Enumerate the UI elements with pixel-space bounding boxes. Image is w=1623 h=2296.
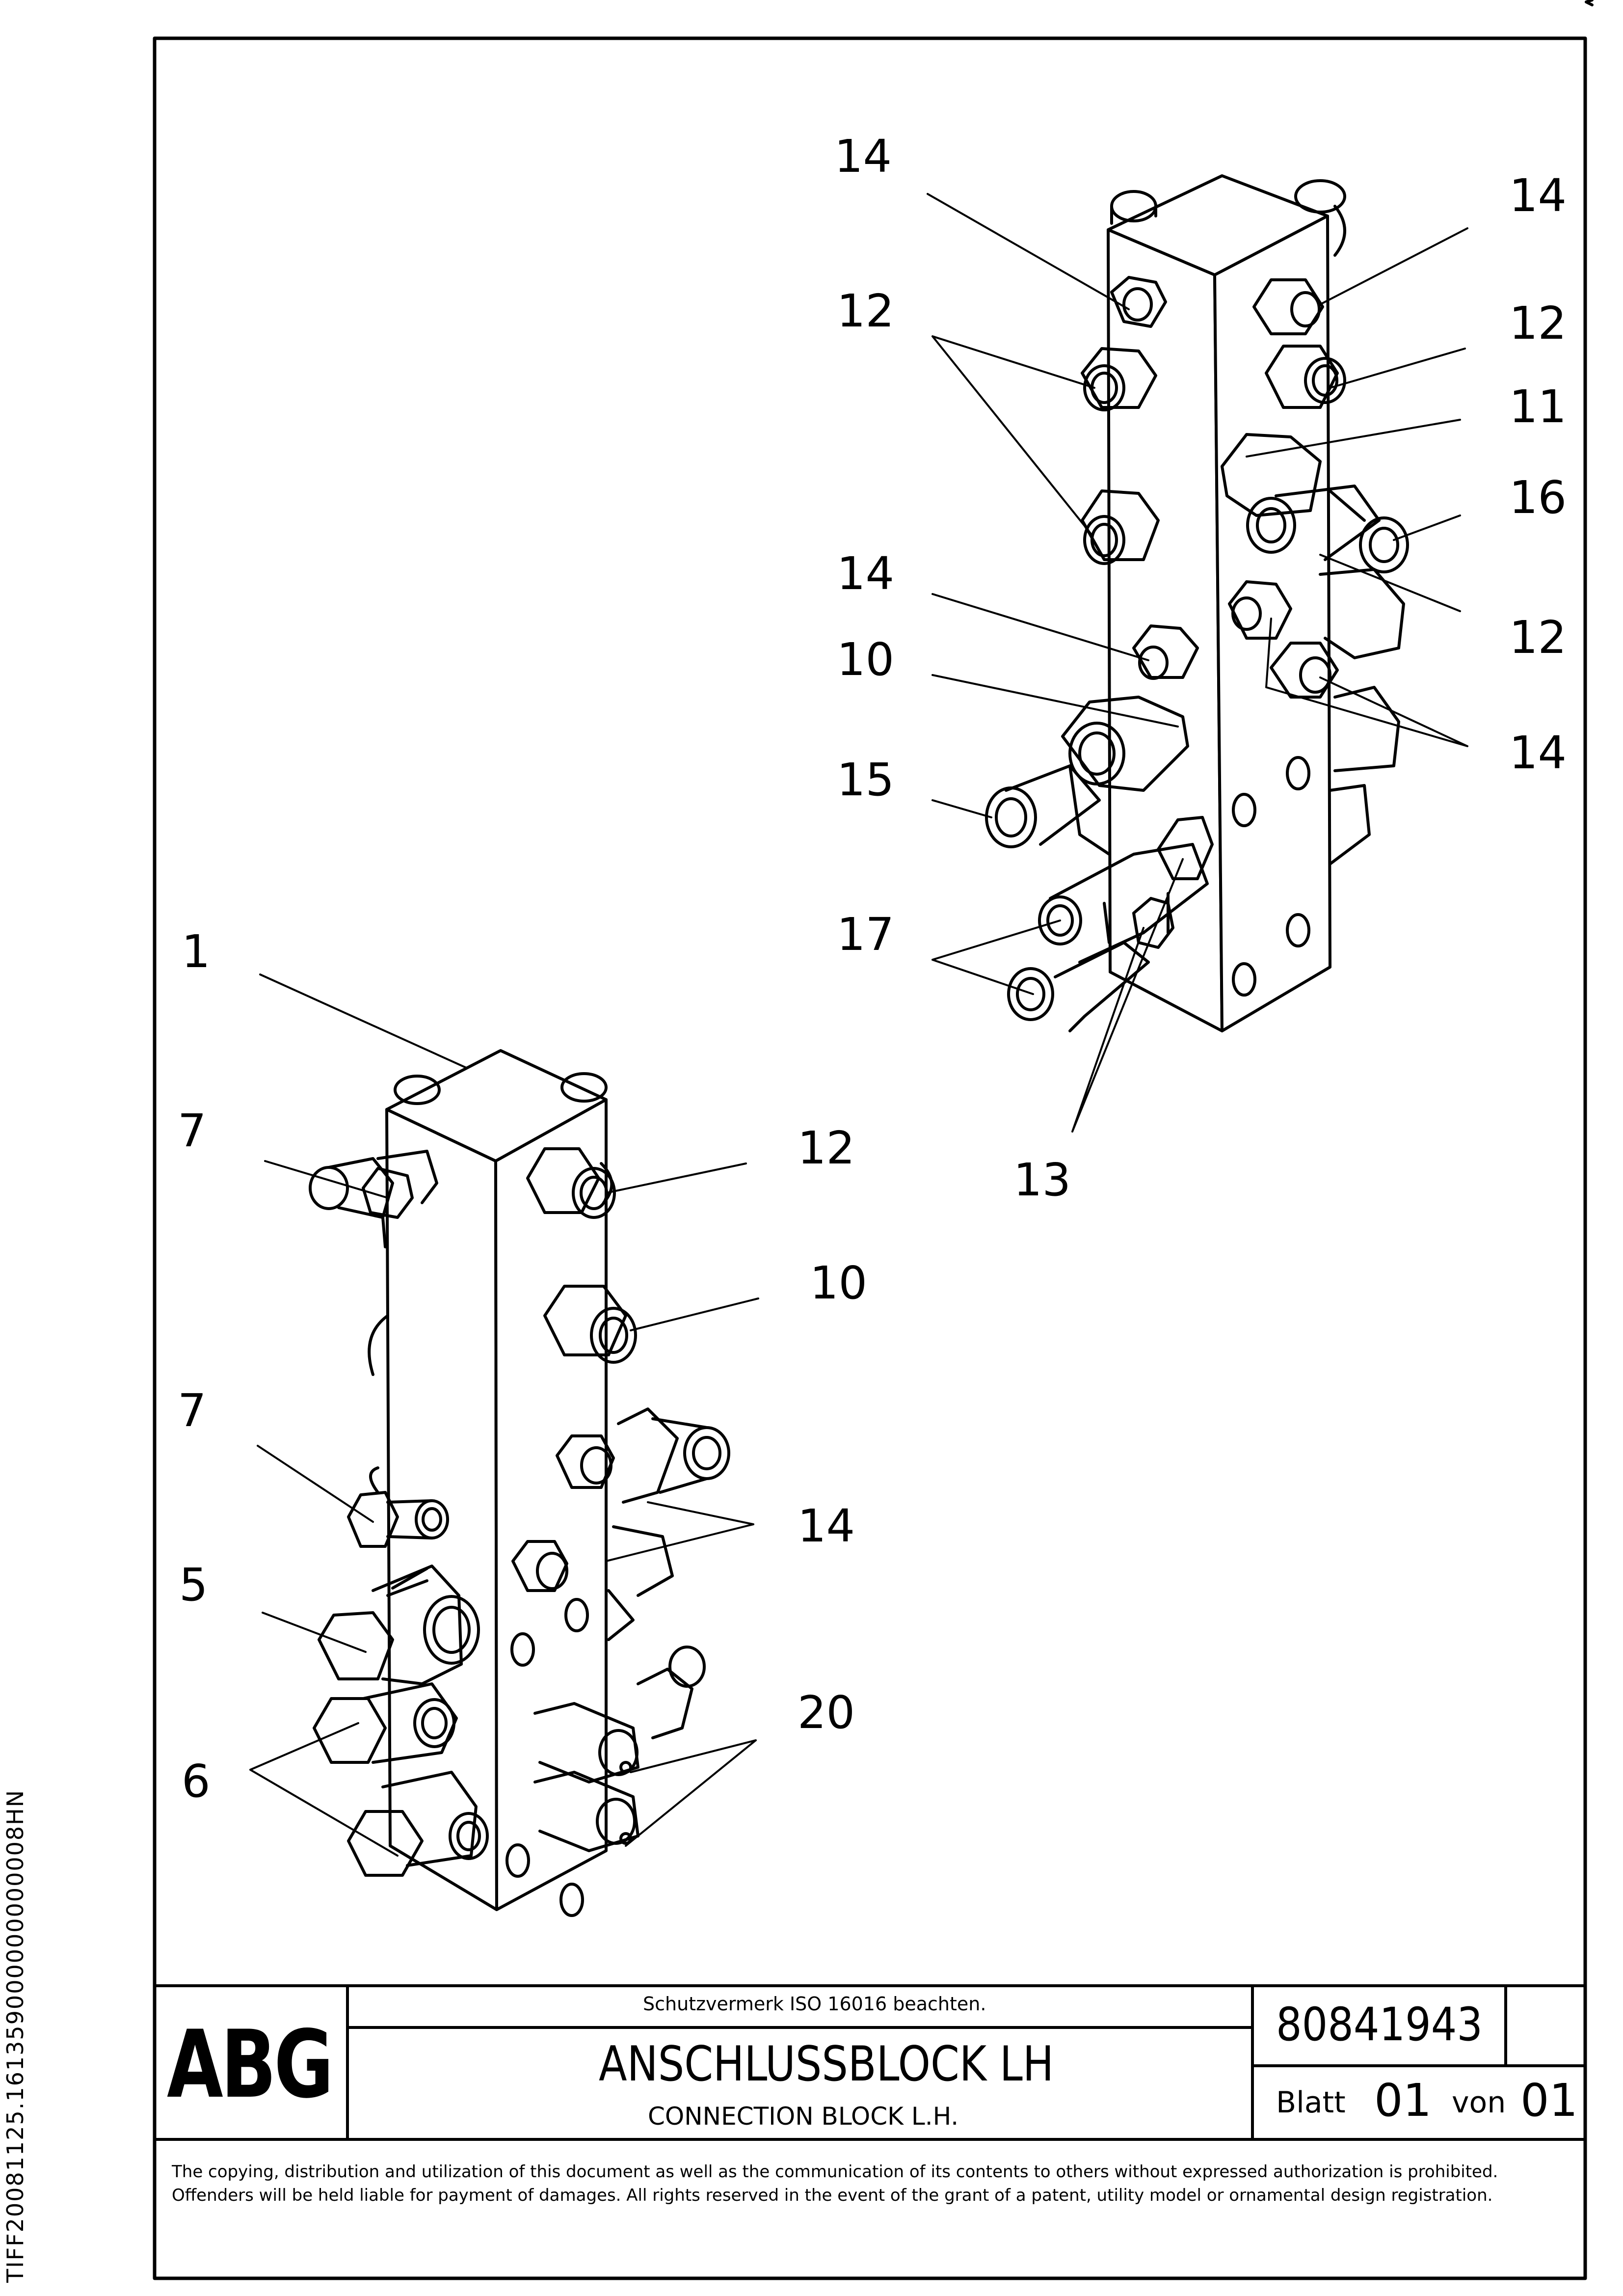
callout-17: 17 xyxy=(837,908,894,961)
fitting-12-lower xyxy=(1081,489,1160,565)
callout-13: 13 xyxy=(1013,1154,1071,1206)
fitting-11-16 xyxy=(1221,433,1409,573)
drawing-number: 80841943 xyxy=(1276,1998,1483,2052)
left-connection-block xyxy=(309,1049,730,1917)
fitting-12-right xyxy=(1265,345,1346,409)
fitting-14-left xyxy=(1110,276,1167,328)
leader-lines xyxy=(249,193,1468,1857)
callout-12: 12 xyxy=(1509,611,1567,664)
callout-6: 6 xyxy=(182,1755,211,1808)
fitting-7-lower xyxy=(347,1466,449,1548)
fitting-5 xyxy=(318,1565,480,1685)
callout-14: 14 xyxy=(834,130,892,183)
top-fitting-left xyxy=(1110,190,1157,225)
callout-20: 20 xyxy=(798,1686,855,1739)
callout-14: 14 xyxy=(1509,169,1567,222)
abg-logo: ABG xyxy=(167,2010,334,2119)
copyright-notice: The copying, distribution and utilizatio… xyxy=(172,2162,1498,2205)
sheet-label: Blatt xyxy=(1276,2085,1346,2120)
sheet-number: 01 xyxy=(1374,2074,1432,2127)
callout-10: 10 xyxy=(810,1257,867,1309)
fitting-12-right-lower xyxy=(1319,568,1405,865)
sheet-total: 01 xyxy=(1520,2074,1578,2127)
fitting-10-left xyxy=(543,1285,637,1364)
callout-14: 14 xyxy=(837,547,894,600)
callout-5: 5 xyxy=(179,1559,208,1611)
title-english: CONNECTION BLOCK L.H. xyxy=(648,2102,959,2131)
fitting-14-mid xyxy=(1132,624,1199,680)
callout-7: 7 xyxy=(178,1384,207,1437)
title-german: ANSCHLUSSBLOCK LH xyxy=(599,2036,1054,2092)
fitting-14-left-group xyxy=(511,1407,730,1641)
callout-16: 16 xyxy=(1509,471,1567,524)
fitting-7-upper xyxy=(309,1150,438,1248)
document-id-vertical: TIFF20081125.161359000000000008HN xyxy=(2,1789,28,2283)
callout-10: 10 xyxy=(837,633,894,686)
fitting-6-lower xyxy=(347,1771,489,1877)
callout-14: 14 xyxy=(798,1500,855,1552)
callout-1: 1 xyxy=(182,925,211,978)
right-connection-block xyxy=(985,174,1409,1032)
fitting-20 xyxy=(533,1646,706,1852)
callout-12: 12 xyxy=(798,1122,855,1174)
fitting-14-right xyxy=(1252,278,1324,335)
callout-11: 11 xyxy=(1509,380,1567,433)
callout-15: 15 xyxy=(837,754,894,806)
protection-note: Schutzvermerk ISO 16016 beachten. xyxy=(643,1993,986,2015)
callout-7: 7 xyxy=(178,1105,207,1157)
fitting-15-elbow xyxy=(985,764,1111,856)
callout-14: 14 xyxy=(1509,727,1567,779)
callout-12: 12 xyxy=(837,285,894,337)
callout-12: 12 xyxy=(1509,297,1567,350)
top-fitting-right xyxy=(1294,179,1346,257)
of-label: von xyxy=(1452,2085,1506,2120)
fitting-6-upper xyxy=(313,1682,458,1764)
fitting-14-right-lower xyxy=(1228,580,1339,699)
drawing-frame xyxy=(153,36,1587,2280)
fitting-17-tee xyxy=(1007,843,1209,1032)
fitting-10 xyxy=(1061,696,1189,792)
